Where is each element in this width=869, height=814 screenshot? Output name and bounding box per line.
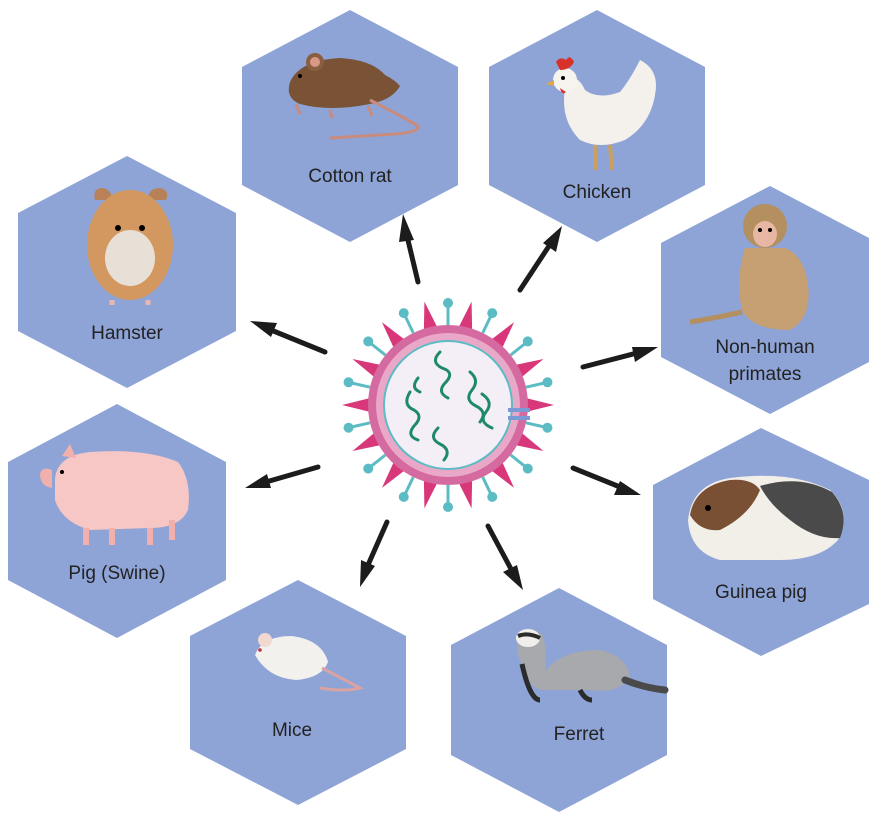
virus-stalk-knob <box>487 492 497 502</box>
arrow-head <box>245 474 271 488</box>
virus-stalk <box>511 455 527 467</box>
virus-stalk <box>483 477 492 495</box>
virus-stalk <box>370 455 386 467</box>
virus-stalk <box>511 343 527 355</box>
host-label: Hamster <box>91 323 163 344</box>
virus-spike <box>342 398 370 412</box>
virus-stalk-knob <box>363 336 373 346</box>
virus-stalk-knob <box>344 423 354 433</box>
arrow-head <box>360 560 375 587</box>
arrow-head <box>399 214 414 242</box>
host-guinea-pig: Guinea pig <box>653 428 869 656</box>
arrow-to-cotton-rat <box>399 214 418 282</box>
arrow-head <box>503 565 523 590</box>
virus-stalk-knob <box>399 492 409 502</box>
arrow-shaft <box>368 522 387 565</box>
arrow-to-guinea-pig <box>573 468 641 495</box>
hexagon <box>451 588 667 812</box>
arrow-shaft <box>271 330 325 352</box>
virus-protein <box>508 408 530 412</box>
host-non-human-primates: Non-human primates <box>661 186 869 414</box>
virus-stalk <box>405 477 414 495</box>
hexagon <box>242 10 458 242</box>
arrow-to-primates <box>583 347 658 367</box>
host-label-line-2: primates <box>729 364 802 385</box>
arrow-to-hamster <box>250 321 325 352</box>
host-chicken: Chicken <box>489 10 705 242</box>
arrow-head <box>614 481 641 495</box>
host-label: Mice <box>272 720 312 741</box>
arrow-head <box>632 347 658 362</box>
arrow-shaft <box>573 468 620 487</box>
guinea-pig-icon <box>688 476 844 560</box>
virus-stalk-knob <box>443 502 453 512</box>
arrow-shaft <box>266 467 318 482</box>
virus-stalk-knob <box>363 464 373 474</box>
virus-protein <box>508 416 530 420</box>
virus-stalk-knob <box>542 423 552 433</box>
host-label: Cotton rat <box>308 166 392 187</box>
arrow-to-pig <box>245 467 318 488</box>
arrow-shaft <box>583 353 637 367</box>
virus-stalk-knob <box>443 298 453 308</box>
virus-stalk-knob <box>523 336 533 346</box>
virus-stalk <box>370 343 386 355</box>
virus-stalk-knob <box>542 377 552 387</box>
virus-stalk <box>405 315 414 333</box>
host-label-line-1: Non-human <box>715 337 814 358</box>
hexagon <box>190 580 406 805</box>
virus-icon <box>342 298 554 512</box>
arrow-shaft <box>407 236 418 282</box>
virus-stalk-knob <box>344 377 354 387</box>
arrow-head <box>250 321 277 337</box>
arrow-to-ferret <box>488 526 523 590</box>
host-pig: Pig (Swine) <box>8 404 226 638</box>
arrow-shaft <box>488 526 511 569</box>
virus-stalk <box>483 315 492 333</box>
virus-stalk-knob <box>523 464 533 474</box>
arrow-to-mice <box>360 522 387 587</box>
arrow-to-chicken <box>520 226 562 290</box>
host-label: Pig (Swine) <box>68 563 165 584</box>
host-label: Guinea pig <box>715 582 807 603</box>
host-cotton-rat: Cotton rat <box>242 10 458 242</box>
host-mice: Mice <box>190 580 406 805</box>
virus-stalk-knob <box>487 308 497 318</box>
host-label: Chicken <box>563 182 632 203</box>
host-hamster: Hamster <box>18 156 236 388</box>
arrow-shaft <box>520 246 549 290</box>
virus-stalk-knob <box>399 308 409 318</box>
host-label: Ferret <box>554 724 605 745</box>
host-ferret: Ferret <box>451 588 667 812</box>
